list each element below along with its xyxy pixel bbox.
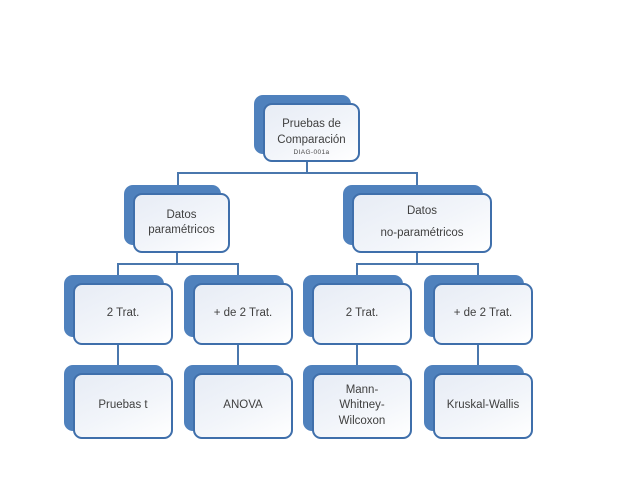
connector-line (416, 172, 418, 186)
node-face: ANOVA (193, 373, 293, 439)
connector-line (306, 162, 308, 174)
node-face: + de 2 Trat. (433, 283, 533, 345)
node-2-trat-parametricos: 2 Trat. (64, 275, 173, 345)
connector-line (356, 263, 358, 276)
node-label: Pruebas de Comparación (277, 118, 346, 146)
node-face: Mann- Whitney- Wilcoxon (312, 373, 412, 439)
connector-line (117, 263, 119, 276)
node-pruebas-t: Pruebas t (64, 365, 173, 439)
node-2-trat-no-parametricos: 2 Trat. (303, 275, 412, 345)
node-mas-de-2-trat-parametricos: + de 2 Trat. (184, 275, 293, 345)
node-datos-parametricos: Datos paramétricos (124, 185, 230, 253)
node-label: Kruskal-Wallis (446, 399, 520, 412)
node-label: Datos paramétricos (148, 208, 215, 236)
node-face: 2 Trat. (73, 283, 173, 345)
node-label: + de 2 Trat. (453, 307, 513, 320)
node-kruskal-wallis: Kruskal-Wallis (424, 365, 533, 439)
connector-line (117, 345, 119, 366)
node-label: ANOVA (223, 399, 263, 412)
connector-line (237, 263, 239, 276)
node-label: 2 Trat. (345, 307, 379, 320)
node-face: Datos no-paramétricos (352, 193, 492, 253)
node-code: DIAG-001a (293, 149, 330, 156)
node-face: + de 2 Trat. (193, 283, 293, 345)
node-label: Mann- Whitney- Wilcoxon (338, 384, 386, 427)
connector-line (416, 253, 418, 265)
connector-line (177, 172, 418, 174)
node-label: + de 2 Trat. (213, 307, 273, 320)
node-label: 2 Trat. (106, 307, 140, 320)
node-pruebas-de-comparacion: Pruebas de Comparación DIAG-001a (254, 95, 360, 162)
node-mann-whitney-wilcoxon: Mann- Whitney- Wilcoxon (303, 365, 412, 439)
connector-line (356, 263, 479, 265)
node-face: 2 Trat. (312, 283, 412, 345)
node-face: Pruebas t (73, 373, 173, 439)
node-label: Datos no-paramétricos (380, 205, 464, 239)
node-mas-de-2-trat-no-parametricos: + de 2 Trat. (424, 275, 533, 345)
node-face: Datos paramétricos (133, 193, 230, 253)
node-anova: ANOVA (184, 365, 293, 439)
connector-line (176, 253, 178, 265)
connector-line (477, 263, 479, 276)
node-face: Kruskal-Wallis (433, 373, 533, 439)
connector-line (477, 345, 479, 366)
node-label: Pruebas t (98, 399, 148, 412)
connector-line (356, 345, 358, 366)
connector-line (177, 172, 179, 186)
connector-line (117, 263, 239, 265)
node-face: Pruebas de Comparación DIAG-001a (263, 103, 360, 162)
connector-line (237, 345, 239, 366)
node-datos-no-parametricos: Datos no-paramétricos (343, 185, 492, 253)
